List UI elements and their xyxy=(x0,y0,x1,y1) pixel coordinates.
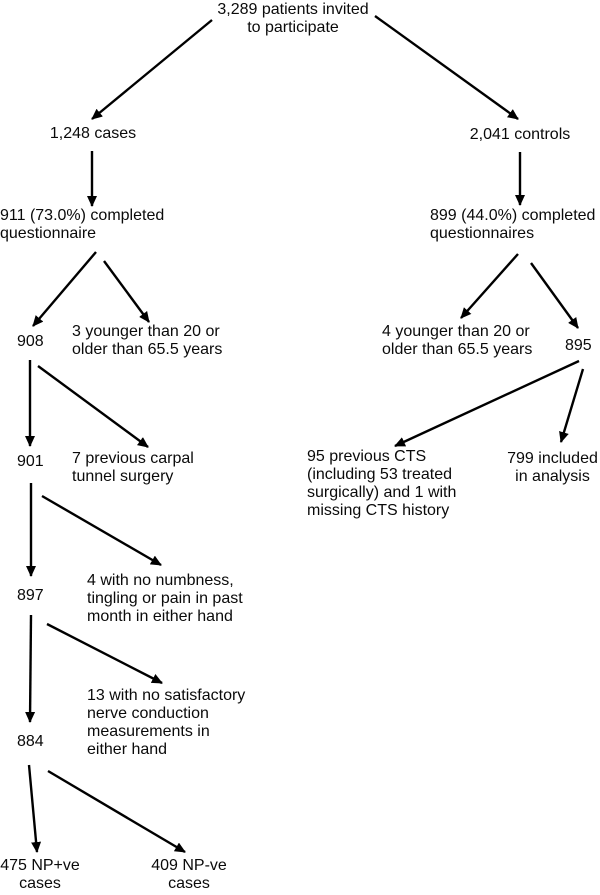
arrow-895-to-cts-excluded xyxy=(394,359,580,448)
node-controls-included: 799 included in analysis xyxy=(507,450,598,485)
node-cases-after-symptoms: 897 xyxy=(17,587,44,604)
arrow-884-to-np-positive xyxy=(27,764,42,853)
node-cases-after-age: 908 xyxy=(17,333,44,350)
node-symptoms-excluded: 4 with no numbness, tingling or pain in … xyxy=(87,572,243,625)
node-cases: 1,248 cases xyxy=(49,125,137,142)
node-surgery-excluded: 7 previous carpal tunnel surgery xyxy=(72,450,194,485)
arrow-897-to-884 xyxy=(25,614,36,723)
node-patients-invited: 3,289 patients invited to participate xyxy=(217,1,369,36)
node-cases-completed: 911 (73.0%) completed questionnaire xyxy=(0,207,165,242)
node-controls-age-excluded: 4 younger than 20 or older than 65.5 yea… xyxy=(382,323,533,358)
node-cts-excluded: 95 previous CTS (including 53 treated su… xyxy=(307,448,457,519)
node-cases-after-surgery: 901 xyxy=(17,453,44,470)
arrow-884-to-np-negative xyxy=(47,769,186,854)
arrow-invited-to-cases xyxy=(91,19,213,120)
arrow-901-to-symptoms-excluded xyxy=(41,494,162,567)
node-cases-age-excluded: 3 younger than 20 or older than 65.5 yea… xyxy=(72,323,223,358)
node-controls-after-age: 895 xyxy=(565,337,592,354)
node-controls: 2,041 controls xyxy=(469,126,571,143)
node-cases-after-ncs: 884 xyxy=(17,733,44,750)
node-np-negative-cases: 409 NP-ve cases xyxy=(151,857,227,892)
node-controls-completed: 899 (44.0%) completed questionnaires xyxy=(430,207,596,242)
arrow-908-to-surgery-excluded xyxy=(37,365,149,448)
node-ncs-excluded: 13 with no satisfactory nerve conduction… xyxy=(87,687,246,758)
node-np-positive-cases: 475 NP+ve cases xyxy=(0,857,80,892)
arrow-controls-to-895 xyxy=(530,262,579,329)
arrow-invited-to-controls xyxy=(374,15,519,120)
arrow-completed-to-908 xyxy=(32,251,97,327)
arrow-895-to-included xyxy=(559,368,585,443)
arrow-controls-to-age-excluded xyxy=(460,253,519,319)
arrow-completed-to-age-excluded xyxy=(103,260,150,323)
arrow-897-to-ncs-excluded xyxy=(46,622,163,685)
